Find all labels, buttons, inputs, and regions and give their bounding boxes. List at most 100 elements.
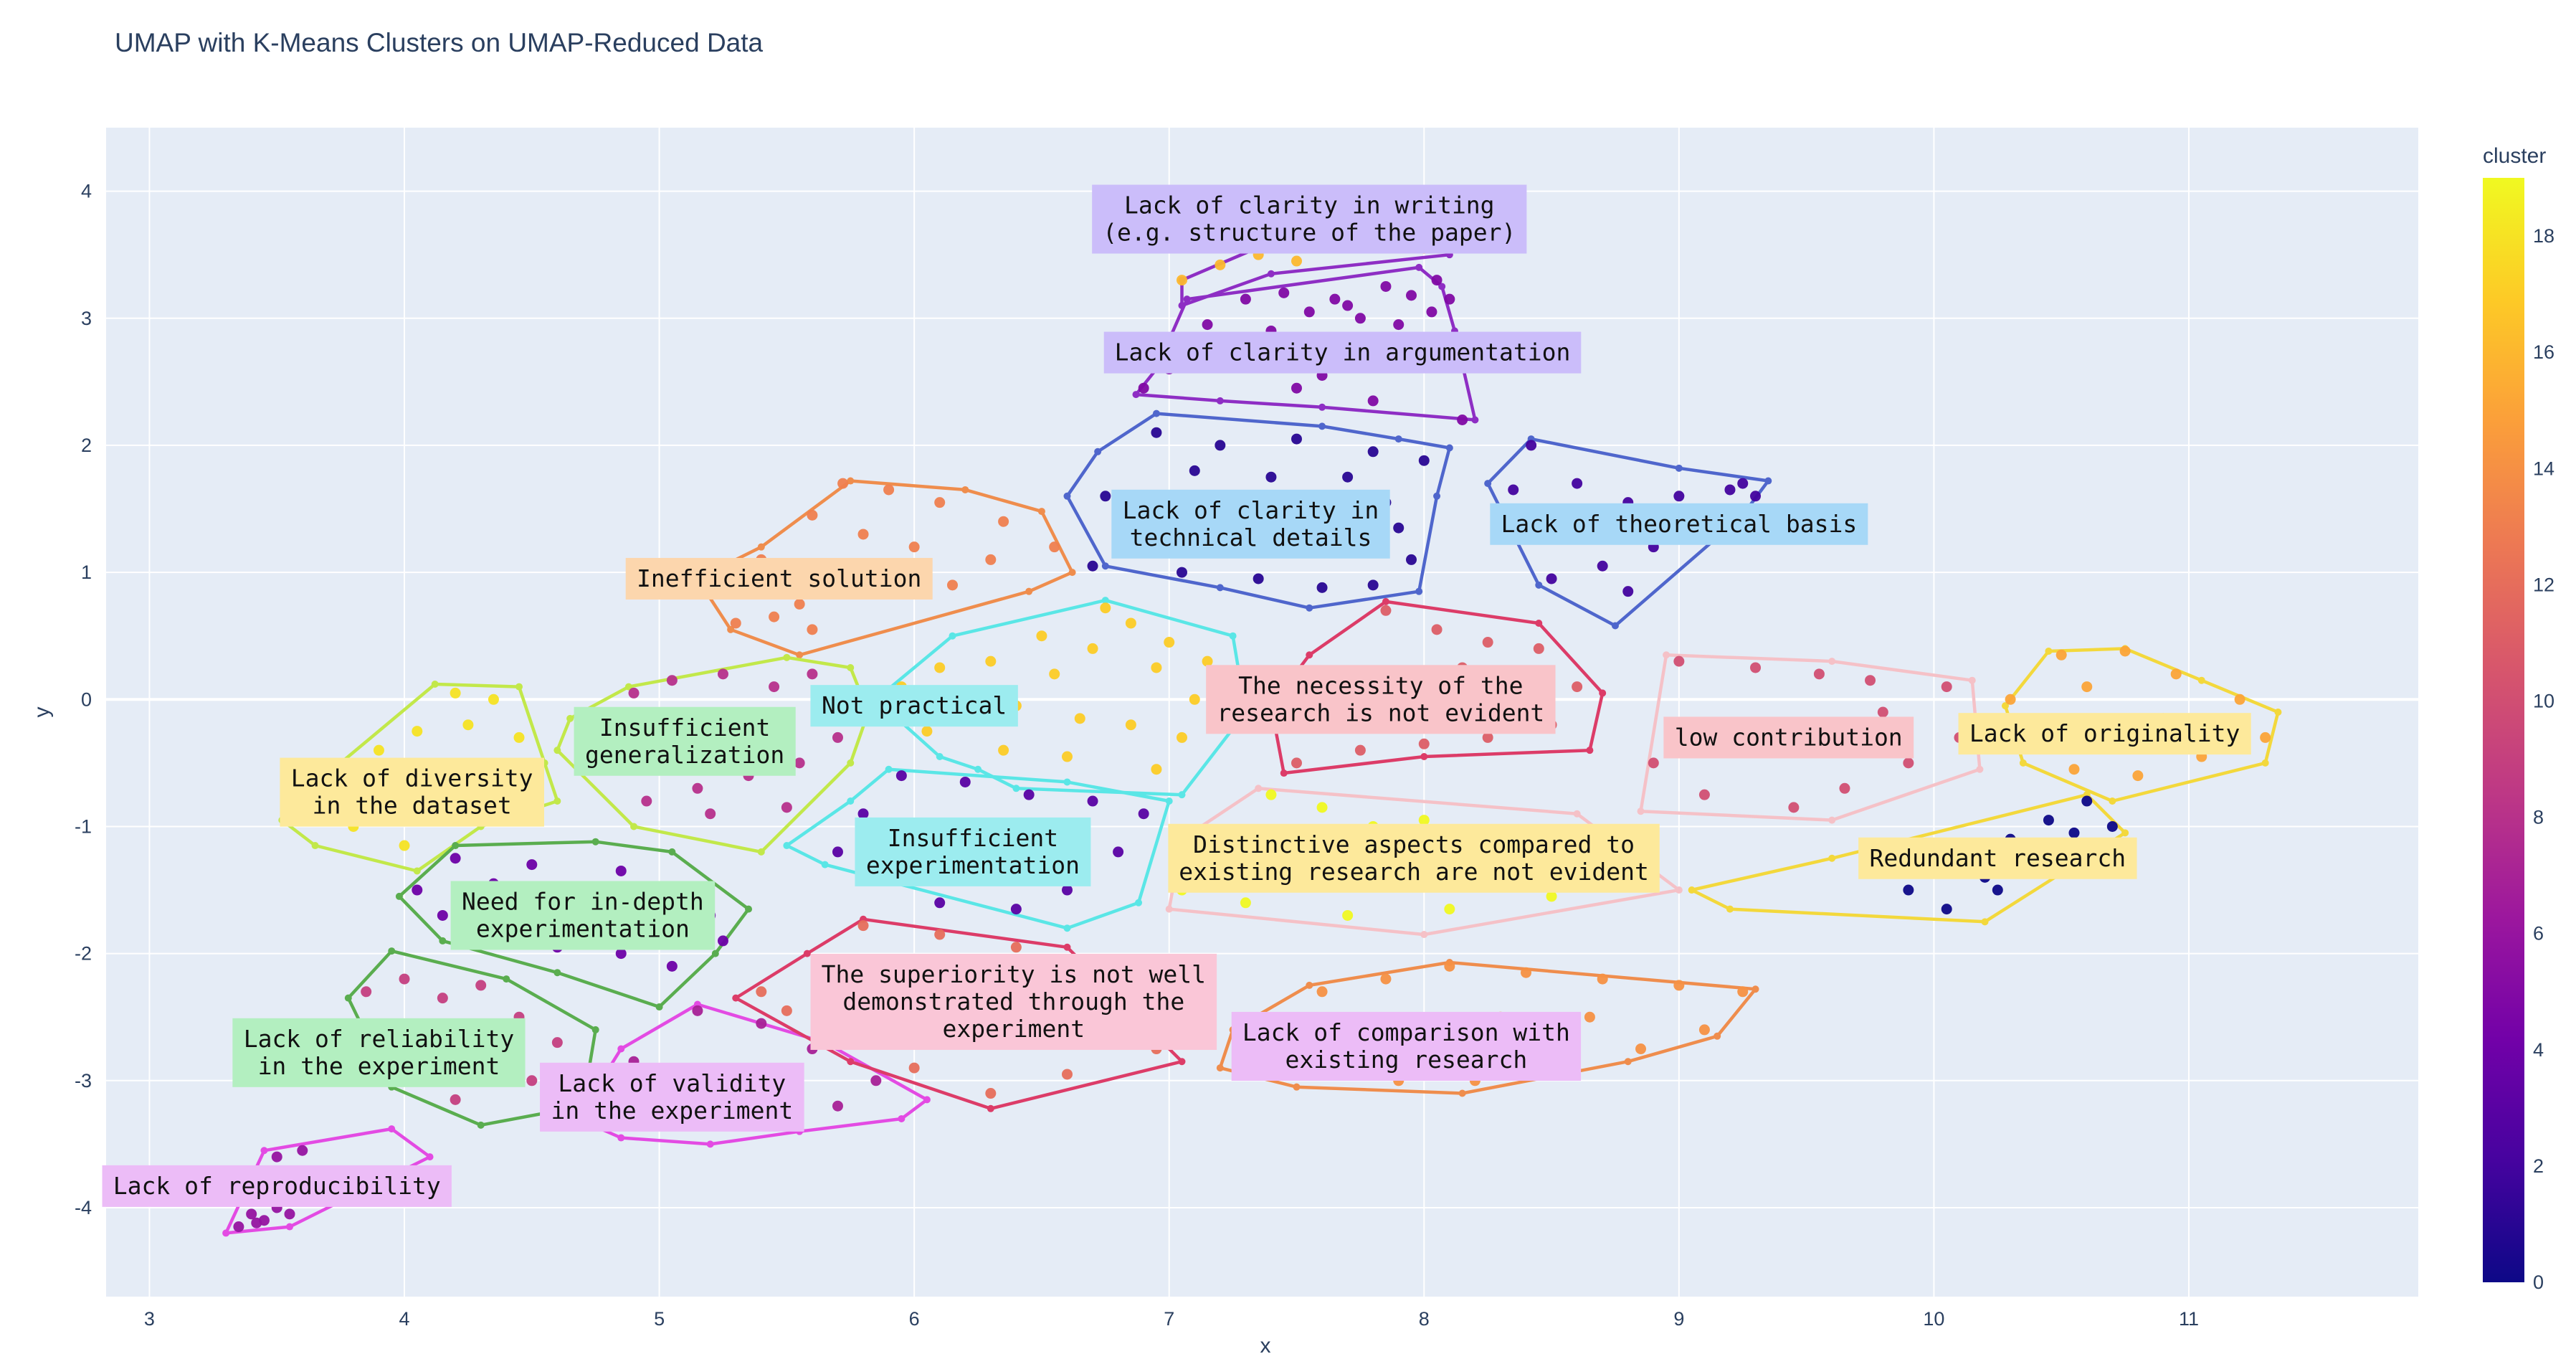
data-point[interactable] [2234, 693, 2245, 705]
data-point[interactable] [1903, 884, 1914, 896]
data-point[interactable] [1087, 643, 1098, 654]
data-point[interactable] [1291, 382, 1303, 394]
data-point[interactable] [1380, 280, 1392, 292]
data-point[interactable] [1202, 655, 1213, 667]
data-point[interactable] [1164, 637, 1175, 648]
data-point[interactable] [1444, 904, 1455, 915]
data-point[interactable] [1036, 630, 1047, 642]
data-point[interactable] [2119, 645, 2131, 657]
data-point[interactable] [769, 681, 780, 693]
data-point[interactable] [1125, 719, 1136, 731]
data-point[interactable] [717, 668, 728, 680]
data-point[interactable] [1253, 573, 1264, 584]
data-point[interactable] [781, 802, 792, 813]
data-point[interactable] [2081, 681, 2093, 693]
data-point[interactable] [1444, 960, 1455, 972]
data-point[interactable] [934, 497, 946, 508]
data-point[interactable] [837, 478, 849, 489]
data-point[interactable] [1813, 668, 1825, 680]
data-point[interactable] [1303, 306, 1315, 318]
data-point[interactable] [1176, 275, 1187, 286]
data-point[interactable] [1673, 655, 1685, 667]
data-point[interactable] [985, 1088, 997, 1099]
data-point[interactable] [1316, 582, 1328, 593]
data-point[interactable] [1049, 541, 1060, 553]
data-point[interactable] [1354, 313, 1366, 324]
data-point[interactable] [1698, 789, 1710, 800]
data-point[interactable] [641, 795, 652, 807]
data-point[interactable] [934, 662, 946, 673]
data-point[interactable] [1941, 681, 1952, 693]
data-point[interactable] [1431, 624, 1443, 635]
data-point[interactable] [1342, 300, 1354, 311]
data-point[interactable] [1151, 427, 1162, 438]
data-point[interactable] [857, 920, 869, 932]
data-point[interactable] [1406, 290, 1417, 301]
data-point[interactable] [717, 935, 728, 947]
data-point[interactable] [2170, 668, 2182, 680]
data-point[interactable] [1061, 1069, 1073, 1080]
data-point[interactable] [1482, 732, 1493, 743]
data-point[interactable] [2005, 693, 2016, 705]
data-point[interactable] [437, 993, 448, 1004]
data-point[interactable] [373, 744, 384, 756]
data-point[interactable] [832, 1100, 843, 1112]
data-point[interactable] [399, 840, 410, 851]
data-point[interactable] [1572, 478, 1583, 489]
data-point[interactable] [297, 1145, 308, 1156]
data-point[interactable] [908, 1062, 920, 1074]
data-point[interactable] [870, 1075, 882, 1086]
data-point[interactable] [1074, 713, 1085, 724]
data-point[interactable] [1737, 478, 1749, 489]
data-point[interactable] [1648, 757, 1659, 769]
data-point[interactable] [1724, 484, 1736, 496]
data-point[interactable] [450, 1094, 461, 1105]
data-point[interactable] [437, 909, 448, 921]
data-point[interactable] [1750, 491, 1762, 502]
data-point[interactable] [1367, 395, 1379, 407]
data-point[interactable] [1329, 293, 1341, 305]
data-point[interactable] [705, 808, 716, 820]
data-point[interactable] [998, 744, 1009, 756]
data-point[interactable] [251, 1217, 262, 1228]
data-point[interactable] [1877, 706, 1888, 718]
data-point[interactable] [1125, 617, 1136, 629]
data-point[interactable] [934, 897, 946, 909]
data-point[interactable] [883, 484, 895, 496]
data-point[interactable] [1839, 782, 1850, 794]
data-point[interactable] [1100, 602, 1111, 614]
data-point[interactable] [1380, 973, 1392, 985]
data-point[interactable] [1291, 255, 1303, 267]
data-point[interactable] [1138, 808, 1149, 820]
data-point[interactable] [1202, 319, 1213, 331]
data-point[interactable] [1431, 275, 1443, 286]
data-point[interactable] [756, 986, 767, 998]
data-point[interactable] [233, 1221, 244, 1233]
data-point[interactable] [666, 675, 678, 686]
data-point[interactable] [1584, 1011, 1595, 1023]
data-point[interactable] [1189, 693, 1200, 705]
data-point[interactable] [1941, 904, 1952, 915]
data-point[interactable] [1521, 967, 1532, 978]
data-point[interactable] [1367, 579, 1379, 591]
data-point[interactable] [1240, 897, 1251, 909]
data-point[interactable] [526, 1075, 538, 1086]
data-point[interactable] [628, 687, 640, 699]
data-point[interactable] [1418, 738, 1430, 749]
data-point[interactable] [1426, 306, 1437, 318]
data-point[interactable] [1865, 675, 1876, 686]
data-point[interactable] [781, 1005, 792, 1016]
data-point[interactable] [1482, 637, 1493, 648]
data-point[interactable] [1393, 522, 1405, 534]
data-point[interactable] [1698, 1024, 1710, 1036]
data-point[interactable] [1380, 605, 1392, 616]
data-point[interactable] [1061, 751, 1073, 762]
data-point[interactable] [2260, 732, 2271, 743]
data-point[interactable] [361, 986, 372, 998]
data-point[interactable] [857, 808, 869, 820]
data-point[interactable] [794, 598, 805, 610]
data-point[interactable] [1546, 891, 1557, 902]
data-point[interactable] [513, 732, 525, 743]
data-point[interactable] [946, 579, 958, 591]
data-point[interactable] [1010, 942, 1022, 953]
